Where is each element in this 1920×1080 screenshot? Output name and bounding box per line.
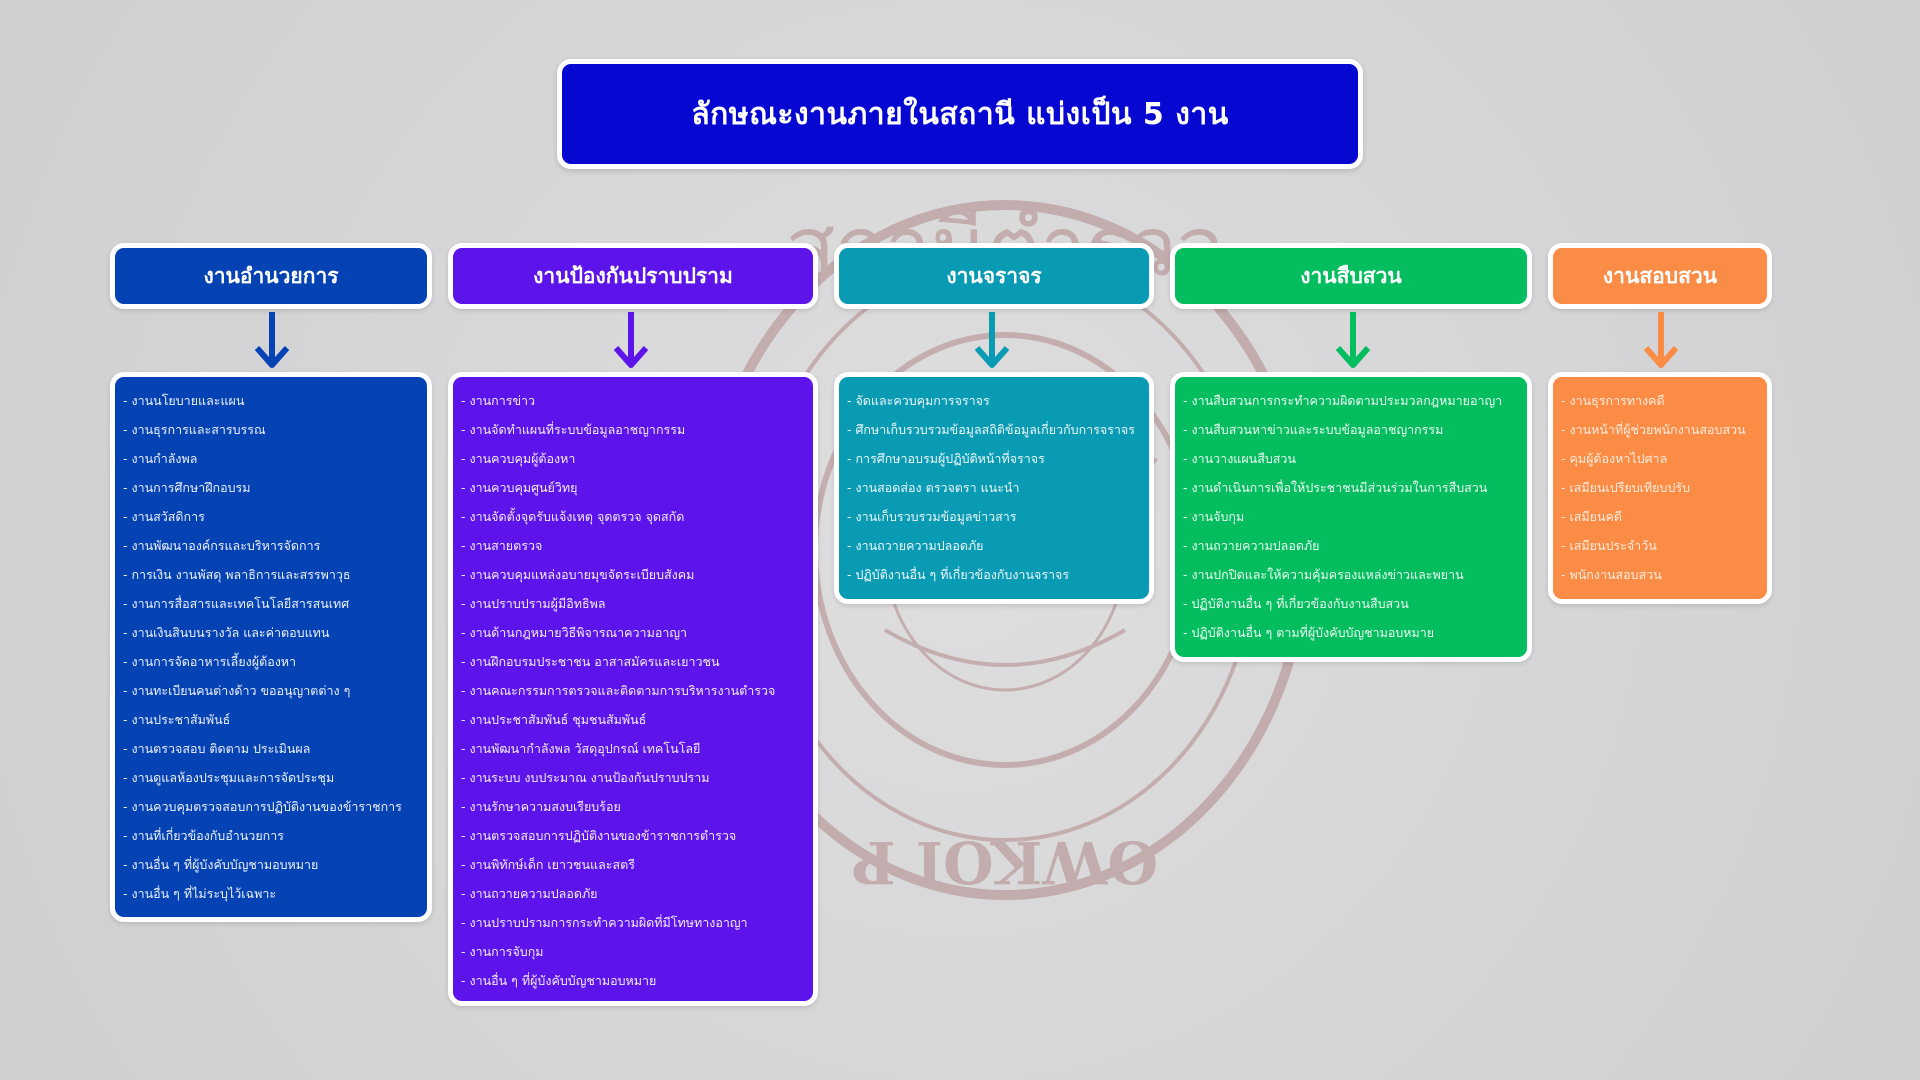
list-item: - งานควบคุมตรวจสอบการปฏิบัติงานของข้าราช…: [123, 799, 402, 814]
list-item: - งานการข่าว: [461, 393, 536, 408]
list-item: - พนักงานสอบสวน: [1561, 567, 1662, 582]
column-header-label: งานอำนวยการ: [203, 263, 339, 288]
list-item: - งานฝึกอบรมประชาชน อาสาสมัครและเยาวชน: [461, 654, 720, 669]
list-item: - เสมียนประจำวัน: [1561, 538, 1657, 553]
list-item: - งานนโยบายและแผน: [123, 393, 245, 408]
task-list: - งานการข่าว - งานจัดทำแผนที่ระบบข้อมูลอ…: [461, 386, 805, 995]
list-item: - งานคณะกรรมการตรวจและติดตามการบริหารงาน…: [461, 683, 776, 698]
list-item: - งานพัฒนาองค์กรและบริหารจัดการ: [123, 538, 321, 553]
list-item: - งานสืบสวนการกระทำความผิดตามประมวลกฎหมา…: [1183, 393, 1503, 408]
list-item: - งานเก็บรวบรวมข้อมูลข่าวสาร: [847, 509, 1017, 524]
column-box-inquiry: - งานธุรการทางคดี - งานหน้าที่ผู้ช่วยพนั…: [1548, 372, 1772, 604]
list-item: - งานดำเนินการเพื่อให้ประชาชนมีส่วนร่วมใ…: [1183, 480, 1488, 495]
column-header-investigation: งานสืบสวน: [1170, 243, 1532, 309]
list-item: - งานวางแผนสืบสวน: [1183, 451, 1296, 466]
list-item: - งานหน้าที่ผู้ช่วยพนักงานสอบสวน: [1561, 422, 1746, 437]
list-item: - งานปราบปรามการกระทำความผิดที่มีโทษทางอ…: [461, 915, 748, 930]
task-list: - จัดและควบคุมการจราจร - ศึกษาเก็บรวบรวม…: [847, 386, 1141, 589]
list-item: - งานควบคุมแหล่งอบายมุขจัดระเบียบสังคม: [461, 567, 695, 582]
list-item: - งานการจับกุม: [461, 944, 544, 959]
column-header-administration: งานอำนวยการ: [110, 243, 432, 309]
list-item: - ปฏิบัติงานอื่น ๆ ตามที่ผู้บังคับบัญชาม…: [1183, 625, 1435, 640]
list-item: - ปฏิบัติงานอื่น ๆ ที่เกี่ยวข้องกับงานสื…: [1183, 596, 1409, 611]
diagram-title-box: ลักษณะงานภายในสถานี แบ่งเป็น 5 งาน: [557, 59, 1363, 169]
list-item: - งานตรวจสอบ ติดตาม ประเมินผล: [123, 741, 311, 756]
list-item: - งานรักษาความสงบเรียบร้อย: [461, 799, 621, 814]
list-item: - งานสอดส่อง ตรวจตรา แนะนำ: [847, 480, 1020, 495]
list-item: - งานธุรการและสารบรรณ: [123, 422, 266, 437]
column-box-prevention: - งานการข่าว - งานจัดทำแผนที่ระบบข้อมูลอ…: [448, 372, 818, 1006]
arrow-down-icon: [613, 312, 649, 368]
emblem-bottom-text: OWKOI P: [852, 828, 1158, 896]
list-item: - งานอื่น ๆ ที่ผู้บังคับบัญชามอบหมาย: [123, 857, 319, 872]
column-header-label: งานสอบสวน: [1602, 263, 1718, 288]
column-box-administration: - งานนโยบายและแผน - งานธุรการและสารบรรณ …: [110, 372, 432, 922]
list-item: - งานถวายความปลอดภัย: [1183, 538, 1320, 553]
list-item: - งานสายตรวจ: [461, 538, 543, 553]
column-header-label: งานจราจร: [946, 263, 1042, 288]
column-header-traffic: งานจราจร: [834, 243, 1154, 309]
list-item: - งานเงินสินบนรางวัล และค่าตอบแทน: [123, 625, 330, 640]
list-item: - งานการจัดอาหารเลี้ยงผู้ต้องหา: [123, 654, 297, 669]
list-item: - งานพิทักษ์เด็ก เยาวชนและสตรี: [461, 857, 635, 872]
list-item: - การเงิน งานพัสดุ พลาธิการและสรรพาวุธ: [123, 567, 351, 582]
list-item: - คุมผู้ต้องหาไปศาล: [1561, 451, 1668, 466]
list-item: - งานการสื่อสารและเทคโนโลยีสารสนเทศ: [123, 596, 350, 611]
list-item: - งานด้านกฎหมายวิธีพิจารณาความอาญา: [461, 625, 688, 640]
list-item: - จัดและควบคุมการจราจร: [847, 393, 990, 408]
column-header-label: งานสืบสวน: [1300, 263, 1402, 288]
list-item: - งานอื่น ๆ ที่ผู้บังคับบัญชามอบหมาย: [461, 973, 657, 988]
list-item: - งานการศึกษาฝึกอบรม: [123, 480, 251, 495]
arrow-down-icon: [254, 312, 290, 368]
list-item: - งานปราบปรามผู้มีอิทธิพล: [461, 596, 606, 611]
list-item: - งานสืบสวนหาข่าวและระบบข้อมูลอาชญากรรม: [1183, 422, 1444, 437]
list-item: - งานจัดทำแผนที่ระบบข้อมูลอาชญากรรม: [461, 422, 686, 437]
list-item: - งานทะเบียนคนต่างด้าว ขออนุญาตต่าง ๆ: [123, 683, 351, 698]
list-item: - งานประชาสัมพันธ์ ชุมชนสัมพันธ์: [461, 712, 647, 727]
list-item: - งานปกปิดและให้ความคุ้มครองแหล่งข่าวและ…: [1183, 567, 1464, 582]
task-list: - งานนโยบายและแผน - งานธุรการและสารบรรณ …: [123, 386, 419, 908]
list-item: - เสมียนเปรียบเทียบปรับ: [1561, 480, 1691, 495]
list-item: - งานสวัสดิการ: [123, 509, 205, 524]
arrow-down-icon: [1643, 312, 1679, 368]
column-box-traffic: - จัดและควบคุมการจราจร - ศึกษาเก็บรวบรวม…: [834, 372, 1154, 604]
task-list: - งานธุรการทางคดี - งานหน้าที่ผู้ช่วยพนั…: [1561, 386, 1759, 589]
list-item: - งานพัฒนากำลังพล วัสดุอุปกรณ์ เทคโนโลยี: [461, 741, 701, 756]
column-header-prevention: งานป้องกันปราบปราม: [448, 243, 818, 309]
list-item: - งานจับกุม: [1183, 509, 1245, 524]
list-item: - งานที่เกี่ยวข้องกับอำนวยการ: [123, 828, 284, 843]
list-item: - การศึกษาอบรมผู้ปฏิบัติหน้าที่จราจร: [847, 451, 1045, 466]
list-item: - งานตรวจสอบการปฏิบัติงานของข้าราชการตำร…: [461, 828, 737, 843]
list-item: - เสมียนคดี: [1561, 509, 1622, 524]
list-item: - งานธุรการทางคดี: [1561, 393, 1665, 408]
task-list: - งานสืบสวนการกระทำความผิดตามประมวลกฎหมา…: [1183, 386, 1519, 647]
list-item: - งานจัดตั้งจุดรับแจ้งเหตุ จุดตรวจ จุดสก…: [461, 509, 685, 524]
column-header-label: งานป้องกันปราบปราม: [533, 263, 733, 288]
list-item: - งานกำลังพล: [123, 451, 198, 466]
list-item: - งานควบคุมผู้ต้องหา: [461, 451, 576, 466]
list-item: - งานประชาสัมพันธ์: [123, 712, 231, 727]
list-item: - ศึกษาเก็บรวบรวมข้อมูลสถิติข้อมูลเกี่ยว…: [847, 422, 1135, 437]
list-item: - งานระบบ งบประมาณ งานป้องกันปราบปราม: [461, 770, 710, 785]
list-item: - งานดูแลห้องประชุมและการจัดประชุม: [123, 770, 335, 785]
column-box-investigation: - งานสืบสวนการกระทำความผิดตามประมวลกฎหมา…: [1170, 372, 1532, 662]
list-item: - งานถวายความปลอดภัย: [461, 886, 598, 901]
column-header-inquiry: งานสอบสวน: [1548, 243, 1772, 309]
diagram-title: ลักษณะงานภายในสถานี แบ่งเป็น 5 งาน: [691, 96, 1229, 132]
list-item: - งานอื่น ๆ ที่ไม่ระบุไว้เฉพาะ: [123, 886, 277, 901]
list-item: - ปฏิบัติงานอื่น ๆ ที่เกี่ยวข้องกับงานจร…: [847, 567, 1070, 582]
arrow-down-icon: [1335, 312, 1371, 368]
list-item: - งานถวายความปลอดภัย: [847, 538, 984, 553]
arrow-down-icon: [974, 312, 1010, 368]
list-item: - งานควบคุมศูนย์วิทยุ: [461, 480, 578, 495]
